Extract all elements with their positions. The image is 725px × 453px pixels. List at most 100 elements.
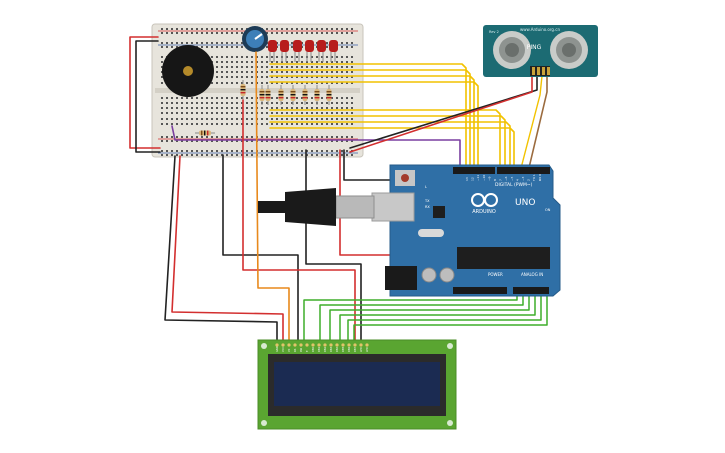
- breadboard-hole: [331, 28, 333, 30]
- resistor: [265, 85, 271, 105]
- breadboard-hole: [231, 123, 233, 125]
- breadboard-hole: [311, 123, 313, 125]
- wire: [519, 75, 543, 173]
- breadboard-hole: [351, 61, 353, 63]
- breadboard-hole: [276, 112, 278, 114]
- breadboard-hole: [296, 28, 298, 30]
- breadboard-hole: [336, 71, 338, 73]
- breadboard-hole: [226, 136, 228, 138]
- breadboard-hole: [186, 42, 188, 44]
- breadboard-hole: [301, 97, 303, 99]
- breadboard-hole: [191, 150, 193, 152]
- breadboard-hole: [251, 140, 253, 142]
- breadboard-hole: [241, 76, 243, 78]
- breadboard-hole: [341, 56, 343, 58]
- breadboard-hole: [296, 66, 298, 68]
- breadboard-hole: [346, 118, 348, 120]
- breadboard-hole: [166, 42, 168, 44]
- breadboard-hole: [261, 56, 263, 58]
- digital-pin-label: 7: [499, 179, 503, 181]
- breadboard-hole: [336, 61, 338, 63]
- breadboard-hole: [246, 140, 248, 142]
- breadboard-hole: [266, 66, 268, 68]
- breadboard-hole: [351, 46, 353, 48]
- breadboard-hole: [191, 136, 193, 138]
- breadboard-hole: [291, 102, 293, 104]
- digital-pin-label: 13: [465, 177, 469, 181]
- breadboard-hole: [176, 154, 178, 156]
- breadboard-hole: [236, 76, 238, 78]
- breadboard-hole: [321, 102, 323, 104]
- breadboard-hole: [236, 136, 238, 138]
- breadboard-hole: [226, 140, 228, 142]
- breadboard-hole: [301, 32, 303, 34]
- breadboard-hole: [306, 107, 308, 109]
- breadboard-hole: [211, 102, 213, 104]
- breadboard-hole: [246, 76, 248, 78]
- breadboard-hole: [231, 46, 233, 48]
- resistor: [290, 85, 296, 105]
- breadboard-hole: [246, 118, 248, 120]
- breadboard-hole: [246, 107, 248, 109]
- breadboard-hole: [281, 102, 283, 104]
- breadboard-hole: [331, 76, 333, 78]
- breadboard-hole: [191, 97, 193, 99]
- breadboard-hole: [331, 136, 333, 138]
- breadboard-hole: [306, 136, 308, 138]
- breadboard-hole: [281, 28, 283, 30]
- breadboard-hole: [196, 118, 198, 120]
- breadboard-hole: [316, 56, 318, 58]
- breadboard-hole: [316, 112, 318, 114]
- breadboard-hole: [181, 136, 183, 138]
- breadboard-hole: [216, 28, 218, 30]
- breadboard-hole: [226, 66, 228, 68]
- breadboard-hole: [321, 56, 323, 58]
- breadboard-hole: [331, 150, 333, 152]
- breadboard-hole: [241, 28, 243, 30]
- breadboard-hole: [336, 102, 338, 104]
- breadboard-hole: [251, 56, 253, 58]
- sensor-rev: Rev 2: [489, 30, 499, 34]
- lcd-pin-label: DB0: [311, 346, 315, 352]
- piezo-buzzer: [162, 45, 214, 97]
- breadboard-hole: [346, 32, 348, 34]
- resistors: [195, 80, 332, 136]
- breadboard-hole: [276, 123, 278, 125]
- breadboard-hole: [251, 112, 253, 114]
- breadboard-hole: [341, 154, 343, 156]
- wire: [222, 154, 299, 343]
- breadboard-hole: [291, 123, 293, 125]
- breadboard-hole: [291, 136, 293, 138]
- breadboard-hole: [231, 107, 233, 109]
- breadboard-hole: [316, 136, 318, 138]
- breadboard-hole: [196, 112, 198, 114]
- breadboard-hole: [341, 107, 343, 109]
- breadboard-hole: [241, 154, 243, 156]
- breadboard-hole: [176, 112, 178, 114]
- breadboard-hole: [291, 107, 293, 109]
- lcd-pin: [305, 343, 309, 347]
- breadboard-hole: [341, 136, 343, 138]
- breadboard-hole: [261, 123, 263, 125]
- breadboard-hole: [346, 66, 348, 68]
- breadboard-hole: [236, 46, 238, 48]
- breadboard-hole: [191, 107, 193, 109]
- breadboard-hole: [171, 46, 173, 48]
- breadboard-hole: [296, 76, 298, 78]
- breadboard-hole: [211, 107, 213, 109]
- breadboard-hole: [221, 61, 223, 63]
- lcd-pin-label: DB2: [323, 346, 327, 352]
- breadboard-hole: [276, 61, 278, 63]
- lcd-pin-label: RS: [293, 348, 297, 352]
- breadboard-hole: [306, 154, 308, 156]
- breadboard-hole: [206, 107, 208, 109]
- breadboard-hole: [291, 56, 293, 58]
- breadboard-hole: [181, 42, 183, 44]
- breadboard-hole: [181, 118, 183, 120]
- breadboard-hole: [171, 140, 173, 142]
- breadboard-hole: [351, 107, 353, 109]
- breadboard-hole: [231, 56, 233, 58]
- breadboard-hole: [281, 107, 283, 109]
- breadboard-hole: [286, 66, 288, 68]
- breadboard-hole: [336, 28, 338, 30]
